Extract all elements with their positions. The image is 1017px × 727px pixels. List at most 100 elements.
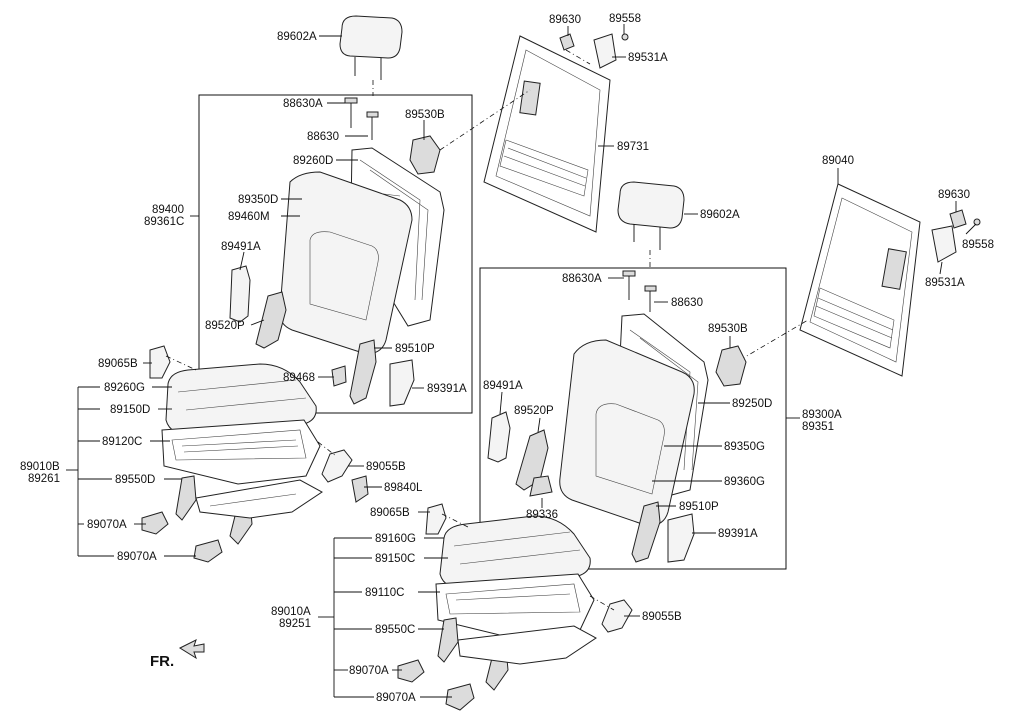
label-89055B-mid: 89055B xyxy=(642,611,682,623)
label-89602A-top: 89602A xyxy=(277,31,317,43)
bracket-89336 xyxy=(529,475,553,497)
label-89520P-left: 89520P xyxy=(205,320,245,332)
label-89558-top: 89558 xyxy=(609,13,641,25)
headrest-top-left xyxy=(339,15,403,80)
label-89110C: 89110C xyxy=(365,587,404,599)
label-89491A-left: 89491A xyxy=(221,241,261,253)
label-89558-right: 89558 xyxy=(962,239,994,251)
bracket-89055B-middle xyxy=(601,599,633,633)
label-89602A-mid: 89602A xyxy=(700,209,740,221)
label-89010A: 89010A xyxy=(271,606,311,618)
guide-pins-left xyxy=(344,97,379,140)
clip-89630-right xyxy=(949,209,967,229)
leader-lines xyxy=(66,24,977,698)
recliner-inner-middle xyxy=(631,501,661,563)
label-88630A-mid: 88630A xyxy=(562,273,602,285)
label-89391A-left: 89391A xyxy=(427,383,467,395)
label-89350G: 89350G xyxy=(724,441,765,453)
label-89040: 89040 xyxy=(822,155,854,167)
lock-assembly-middle xyxy=(715,345,747,387)
label-89468: 89468 xyxy=(283,372,315,384)
label-89630-right: 89630 xyxy=(938,189,970,201)
label-89351: 89351 xyxy=(802,421,834,433)
seatback-cushion-left xyxy=(279,171,413,355)
bracket-89065B-middle xyxy=(425,503,447,535)
bracket-89055B-left xyxy=(321,449,353,483)
label-89070A-mid-2: 89070A xyxy=(376,692,416,704)
seat-legs-left xyxy=(175,475,323,545)
label-89550D: 89550D xyxy=(115,474,155,486)
label-89070A-mid-1: 89070A xyxy=(349,665,389,677)
label-89630-top: 89630 xyxy=(549,14,581,26)
label-88630A-top: 88630A xyxy=(283,98,323,110)
label-89250D: 89250D xyxy=(732,398,772,410)
label-89531A-top: 89531A xyxy=(628,52,668,64)
seatback-panel-89040 xyxy=(799,183,921,377)
front-direction-label: FR. xyxy=(150,653,174,670)
part-labels: 89602A 88630A 88630 89530B 89260D 89350D… xyxy=(20,13,994,704)
lock-assembly-left xyxy=(409,135,441,175)
label-89520P-mid: 89520P xyxy=(514,405,554,417)
label-89510P-mid: 89510P xyxy=(679,501,719,513)
bracket-89065B-left xyxy=(149,345,171,379)
seatback-assembly-box-middle xyxy=(479,267,787,570)
label-89460M: 89460M xyxy=(228,211,270,223)
label-89530B-top: 89530B xyxy=(405,109,445,121)
label-89120C: 89120C xyxy=(102,436,142,448)
label-89070A-left-2: 89070A xyxy=(117,551,157,563)
recliner-left xyxy=(255,291,287,349)
label-89260D: 89260D xyxy=(293,155,333,167)
label-89350D: 89350D xyxy=(238,194,278,206)
screw-89558-right xyxy=(973,218,981,226)
seat-frame-left xyxy=(161,419,321,485)
bracket-89468 xyxy=(331,365,347,387)
label-88630-mid: 88630 xyxy=(671,297,703,309)
label-89550C: 89550C xyxy=(375,624,415,636)
front-arrow-icon xyxy=(178,639,205,660)
side-cover-middle xyxy=(487,411,511,463)
label-89360G: 89360G xyxy=(724,476,765,488)
label-89531A-right: 89531A xyxy=(925,277,965,289)
seatback-assembly-box-left xyxy=(198,94,473,414)
guide-pins-middle xyxy=(622,270,657,312)
label-89065B-left: 89065B xyxy=(98,358,138,370)
seatback-panel-89731 xyxy=(483,35,611,233)
lever-89070A-mid-1 xyxy=(397,659,425,683)
label-89065B-mid: 89065B xyxy=(370,507,410,519)
headrest-middle xyxy=(617,181,685,250)
lever-89070A-left-1 xyxy=(141,511,169,535)
label-89251: 89251 xyxy=(279,618,311,630)
recliner-inner-left xyxy=(349,339,377,405)
label-89840L: 89840L xyxy=(384,482,423,494)
screw-89558-top xyxy=(621,33,629,41)
label-89261: 89261 xyxy=(28,473,60,485)
handle-89531A-right xyxy=(931,225,957,263)
label-89300A: 89300A xyxy=(802,409,842,421)
handle-89531A-top xyxy=(593,33,617,69)
label-89530B-mid: 89530B xyxy=(708,323,748,335)
lever-89070A-left-2 xyxy=(193,539,223,563)
label-89160G: 89160G xyxy=(375,533,416,545)
label-89150D: 89150D xyxy=(110,404,150,416)
label-88630-top: 88630 xyxy=(307,131,339,143)
label-89336: 89336 xyxy=(526,509,558,521)
label-89260G: 89260G xyxy=(104,382,145,394)
hinge-cover-middle xyxy=(667,513,695,563)
lever-89070A-mid-2 xyxy=(445,683,475,711)
label-89150C: 89150C xyxy=(375,553,415,565)
clip-89630-top xyxy=(559,33,575,51)
label-89010B: 89010B xyxy=(20,461,60,473)
label-89400: 89400 xyxy=(152,204,184,216)
bracket-89840L xyxy=(351,475,369,503)
label-89731: 89731 xyxy=(617,141,649,153)
side-cover-left xyxy=(229,265,251,323)
label-89491A-mid: 89491A xyxy=(483,380,523,392)
label-89510P-left: 89510P xyxy=(395,343,435,355)
hinge-cover-left xyxy=(389,359,415,407)
label-89391A-mid: 89391A xyxy=(718,528,758,540)
label-89070A-left-1: 89070A xyxy=(87,519,127,531)
seatback-cushion-middle xyxy=(559,339,695,527)
label-89055B-left: 89055B xyxy=(366,461,406,473)
label-89361C: 89361C xyxy=(144,216,184,228)
